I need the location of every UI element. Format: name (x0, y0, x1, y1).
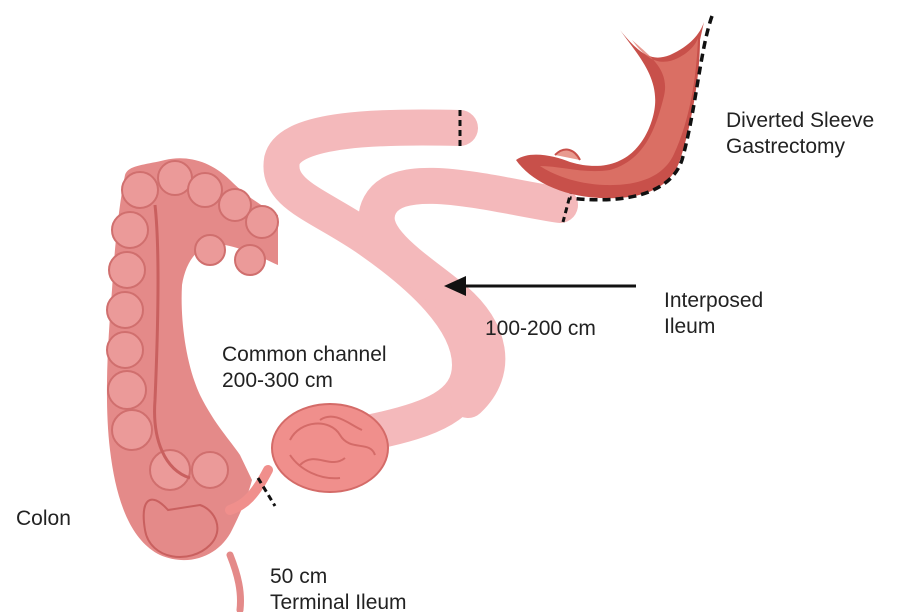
terminal-ileum-label: 50 cm Terminal Ileum (270, 564, 407, 616)
colon-label: Colon (16, 506, 71, 532)
interposed-ileum-label: Interposed Ileum (664, 288, 763, 340)
interposed-label-line2: Ileum (664, 314, 763, 340)
stomach-label: Diverted Sleeve Gastrectomy (726, 108, 874, 160)
small-bowel (230, 404, 388, 510)
common-channel-line2: 200-300 cm (222, 368, 387, 394)
interposed-length-label: 100-200 cm (485, 316, 596, 342)
interposed-label-line1: Interposed (664, 288, 763, 314)
common-channel-line1: Common channel (222, 342, 387, 368)
common-channel-label: Common channel 200-300 cm (222, 342, 387, 394)
terminal-ileum-line2: Terminal Ileum (270, 590, 407, 616)
stomach-label-line2: Gastrectomy (726, 134, 874, 160)
ileum-lower-loop (377, 186, 560, 400)
stomach-label-line1: Diverted Sleeve (726, 108, 874, 134)
terminal-ileum-line1: 50 cm (270, 564, 407, 590)
